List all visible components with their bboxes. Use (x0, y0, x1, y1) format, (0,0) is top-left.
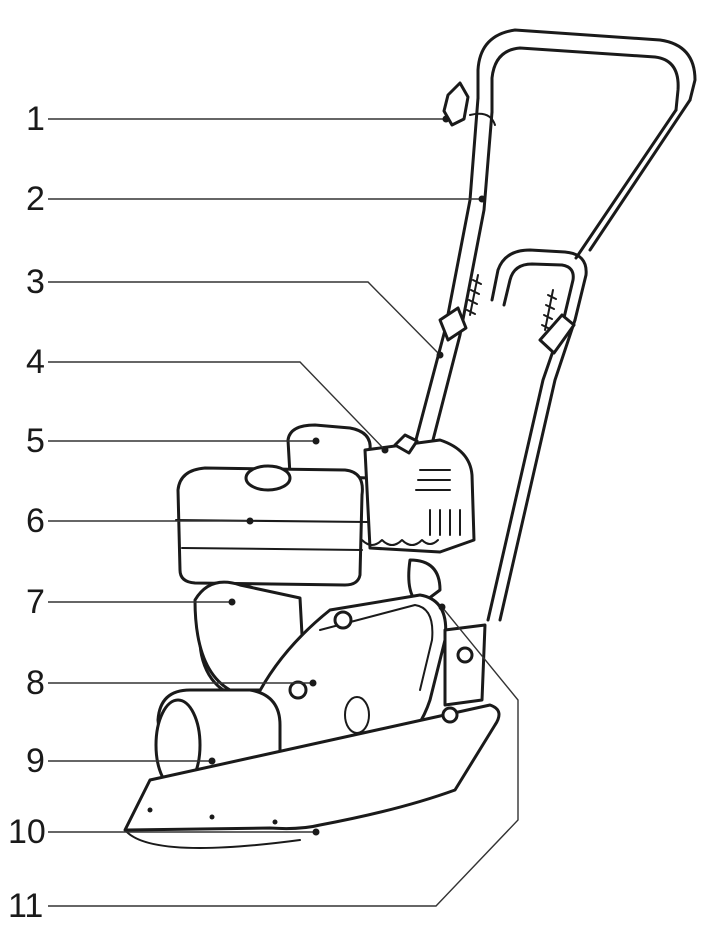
leader-dots (208, 115, 486, 836)
callout-3: 3 (26, 263, 45, 301)
handle-bracket (441, 623, 487, 724)
callout-9: 9 (26, 742, 45, 780)
callout-8: 8 (26, 664, 45, 702)
handle-frame (406, 28, 697, 477)
lower-handle (486, 248, 588, 622)
callout-1: 1 (26, 100, 45, 138)
callout-11: 11 (8, 887, 44, 925)
fuel-tank (175, 464, 369, 587)
leader-lines (48, 118, 519, 907)
callout-6: 6 (26, 502, 45, 540)
callout-10: 10 (8, 813, 46, 851)
throttle-lever (442, 81, 496, 127)
shock-mounts (438, 274, 576, 355)
callout-4: 4 (26, 343, 45, 381)
callout-5: 5 (26, 422, 45, 460)
engine-block (286, 423, 476, 554)
base-plate (123, 703, 501, 849)
callout-7: 7 (26, 583, 45, 621)
callout-2: 2 (26, 180, 45, 218)
